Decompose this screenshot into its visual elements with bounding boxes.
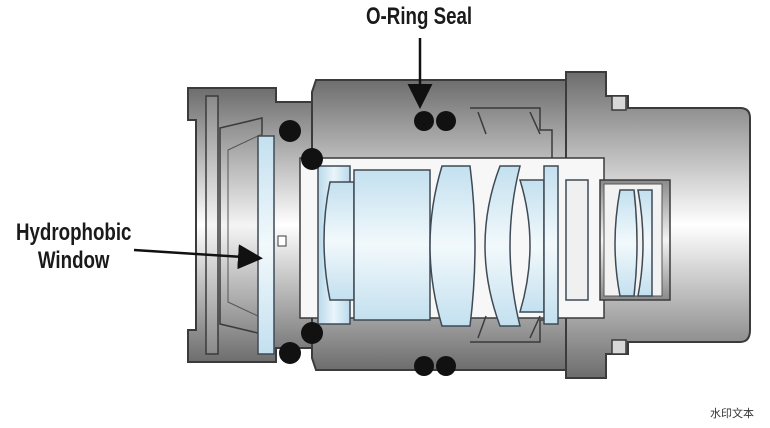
hydrophobic-window	[257, 135, 275, 355]
hydro-label-line2: Window	[37, 247, 110, 274]
lens-8	[637, 189, 653, 297]
oring-seal-label: O-Ring Seal	[366, 3, 473, 30]
o-ring	[436, 356, 456, 376]
o-rings	[279, 111, 456, 376]
o-ring	[301, 148, 323, 170]
lens-1	[323, 181, 355, 301]
o-ring	[414, 111, 434, 131]
lens-2	[353, 169, 431, 321]
hydro-label-line1: Hydrophobic	[16, 219, 132, 246]
front-bore	[219, 117, 263, 335]
lens-6	[543, 165, 559, 325]
o-ring	[279, 342, 301, 364]
lens-5	[518, 179, 545, 313]
hydrophobic-window-label: Hydrophobic Window	[16, 219, 131, 275]
o-ring	[279, 120, 301, 142]
lens-elements	[317, 165, 653, 327]
o-ring	[301, 322, 323, 344]
lens-7	[614, 189, 638, 297]
window-arrow	[133, 244, 263, 270]
front-flange	[205, 95, 219, 355]
o-ring	[414, 356, 434, 376]
lens-spacer-2	[565, 179, 589, 301]
lens-4	[484, 165, 521, 327]
lens-3	[429, 165, 476, 327]
o-ring	[436, 111, 456, 131]
watermark: 水印文本	[710, 407, 754, 420]
